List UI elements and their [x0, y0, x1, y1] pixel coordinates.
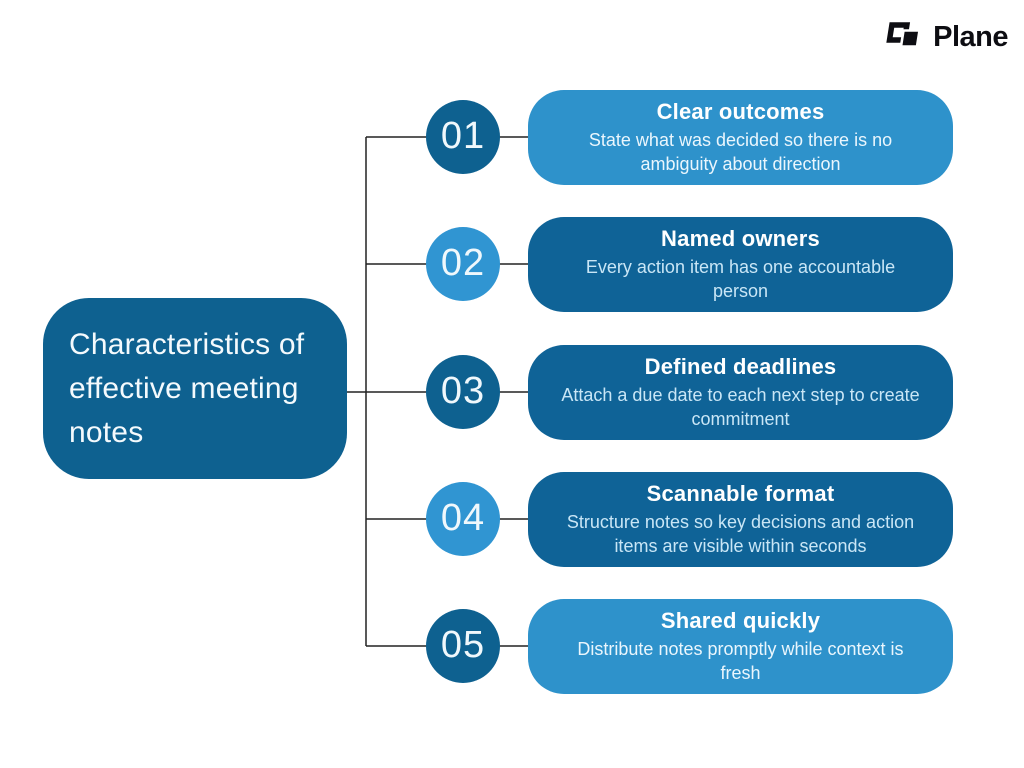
step-title: Named owners	[661, 225, 820, 251]
step-number-circle: 02	[426, 226, 500, 301]
step-card: Scannable format Structure notes so key …	[528, 471, 953, 567]
title-card-text: Characteristics of effective meeting not…	[69, 327, 305, 449]
step-row: 04 Scannable format Structure notes so k…	[0, 471, 1024, 567]
step-title: Shared quickly	[660, 607, 821, 633]
step-title: Clear outcomes	[656, 98, 825, 124]
step-description: Every action item has one accountable pe…	[585, 256, 896, 301]
step-card: Shared quickly Distribute notes promptly…	[528, 598, 953, 694]
step-description: Attach a due date to each next step to c…	[561, 384, 920, 429]
step-description: State what was decided so there is no am…	[588, 129, 893, 174]
step-number-circle: 04	[426, 481, 500, 556]
step-card: Named owners Every action item has one a…	[528, 216, 953, 312]
step-row: 03 Defined deadlines Attach a due date t…	[0, 344, 1024, 440]
brand-wordmark: Plane	[933, 20, 1008, 53]
step-card: Defined deadlines Attach a due date to e…	[528, 344, 953, 440]
step-description: Structure notes so key decisions and act…	[566, 511, 915, 556]
step-row: 01 Clear outcomes State what was decided…	[0, 89, 1024, 185]
step-card: Clear outcomes State what was decided so…	[528, 89, 953, 185]
step-title: Scannable format	[646, 480, 835, 506]
step-number: 04	[440, 497, 486, 539]
step-title: Defined deadlines	[644, 353, 837, 379]
step-number-circle: 01	[426, 99, 500, 174]
step-number: 05	[440, 624, 486, 666]
step-row: 05 Shared quickly Distribute notes promp…	[0, 598, 1024, 694]
step-number-circle: 03	[426, 354, 500, 429]
step-description: Distribute notes promptly while context …	[577, 638, 904, 683]
step-number: 02	[440, 242, 486, 284]
brand-logo: Plane	[882, 18, 1008, 56]
step-number: 01	[440, 115, 486, 157]
step-row: 02 Named owners Every action item has on…	[0, 216, 1024, 312]
step-number: 03	[440, 370, 486, 412]
plane-logo-icon	[886, 22, 922, 48]
title-card: Characteristics of effective meeting not…	[43, 298, 347, 479]
step-number-circle: 05	[426, 608, 500, 683]
